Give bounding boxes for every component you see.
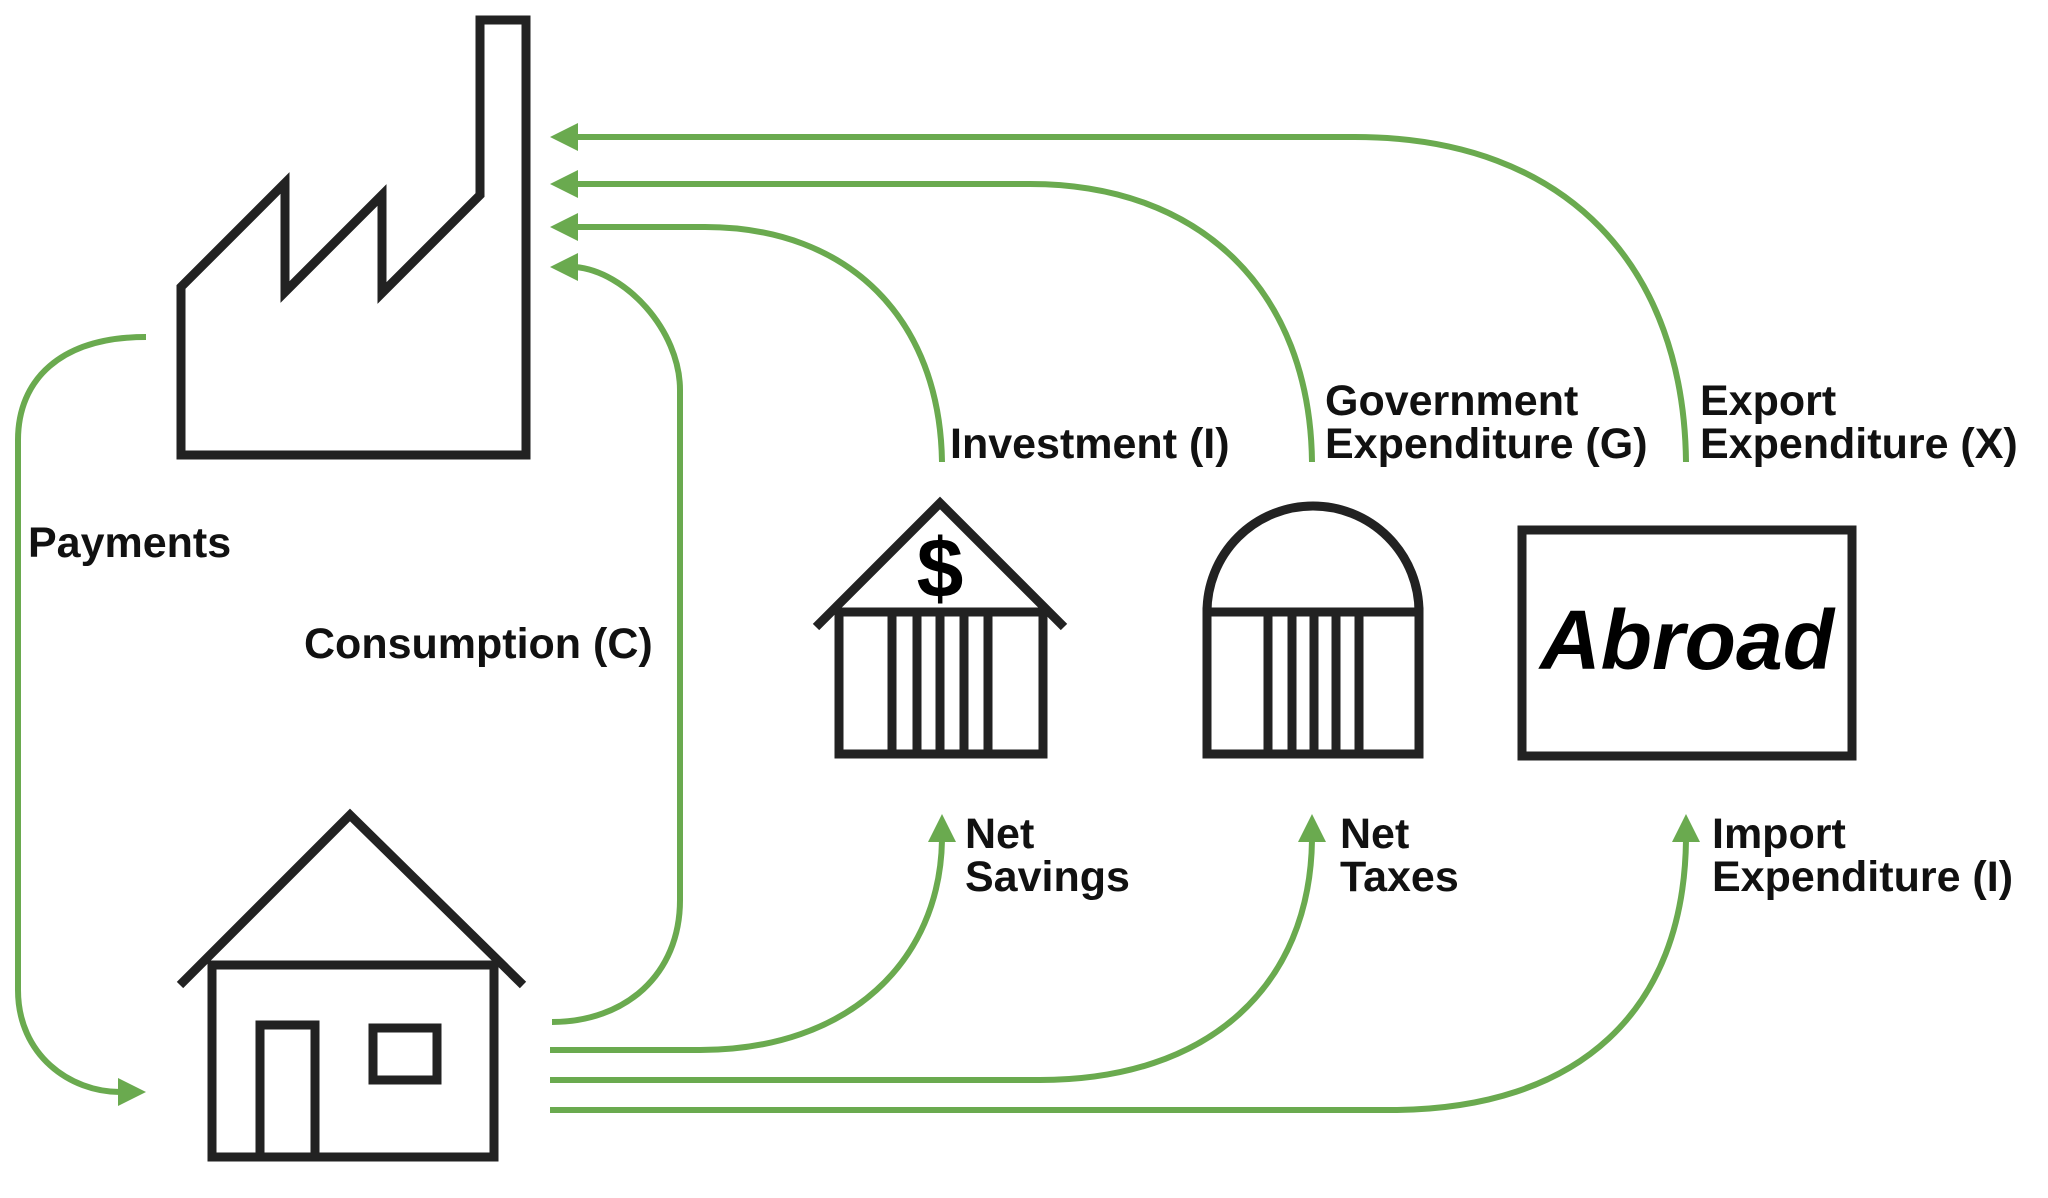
- government-expenditure-label-line2: Expenditure (G): [1325, 420, 1648, 468]
- investment-flow: [550, 213, 945, 463]
- government-expenditure-flow: [550, 170, 1315, 463]
- export-expenditure-flow: [550, 123, 1689, 463]
- net-taxes-flow: [550, 814, 1326, 1083]
- bank-icon: $: [812, 496, 1068, 759]
- factory-icon: [176, 15, 531, 460]
- payments-flow: [15, 334, 147, 1106]
- net-savings-label-line2: Savings: [965, 853, 1130, 901]
- abroad-box: Abroad: [1517, 525, 1857, 761]
- dollar-symbol: $: [917, 521, 964, 615]
- net-taxes-label-line1: Net: [1340, 810, 1409, 858]
- consumption-flow: [550, 253, 683, 1025]
- net-savings-flow: [550, 814, 956, 1053]
- net-savings-label-line1: Net: [965, 810, 1034, 858]
- payments-label: Payments: [28, 519, 231, 567]
- export-expenditure-label-line2: Expenditure (X): [1700, 420, 2018, 468]
- import-expenditure-flow: [550, 814, 1700, 1113]
- export-expenditure-label-line1: Export: [1700, 377, 1836, 425]
- government-building-icon: [1202, 501, 1424, 759]
- import-expenditure-label-line2: Expenditure (I): [1712, 853, 2013, 901]
- abroad-label: Abroad: [1538, 593, 1836, 687]
- import-expenditure-label-line1: Import: [1712, 810, 1846, 858]
- net-taxes-label-line2: Taxes: [1340, 853, 1459, 901]
- consumption-label: Consumption (C): [304, 620, 653, 668]
- investment-label: Investment (I): [950, 420, 1230, 468]
- house-icon: [176, 808, 527, 1162]
- government-expenditure-label-line1: Government: [1325, 377, 1578, 425]
